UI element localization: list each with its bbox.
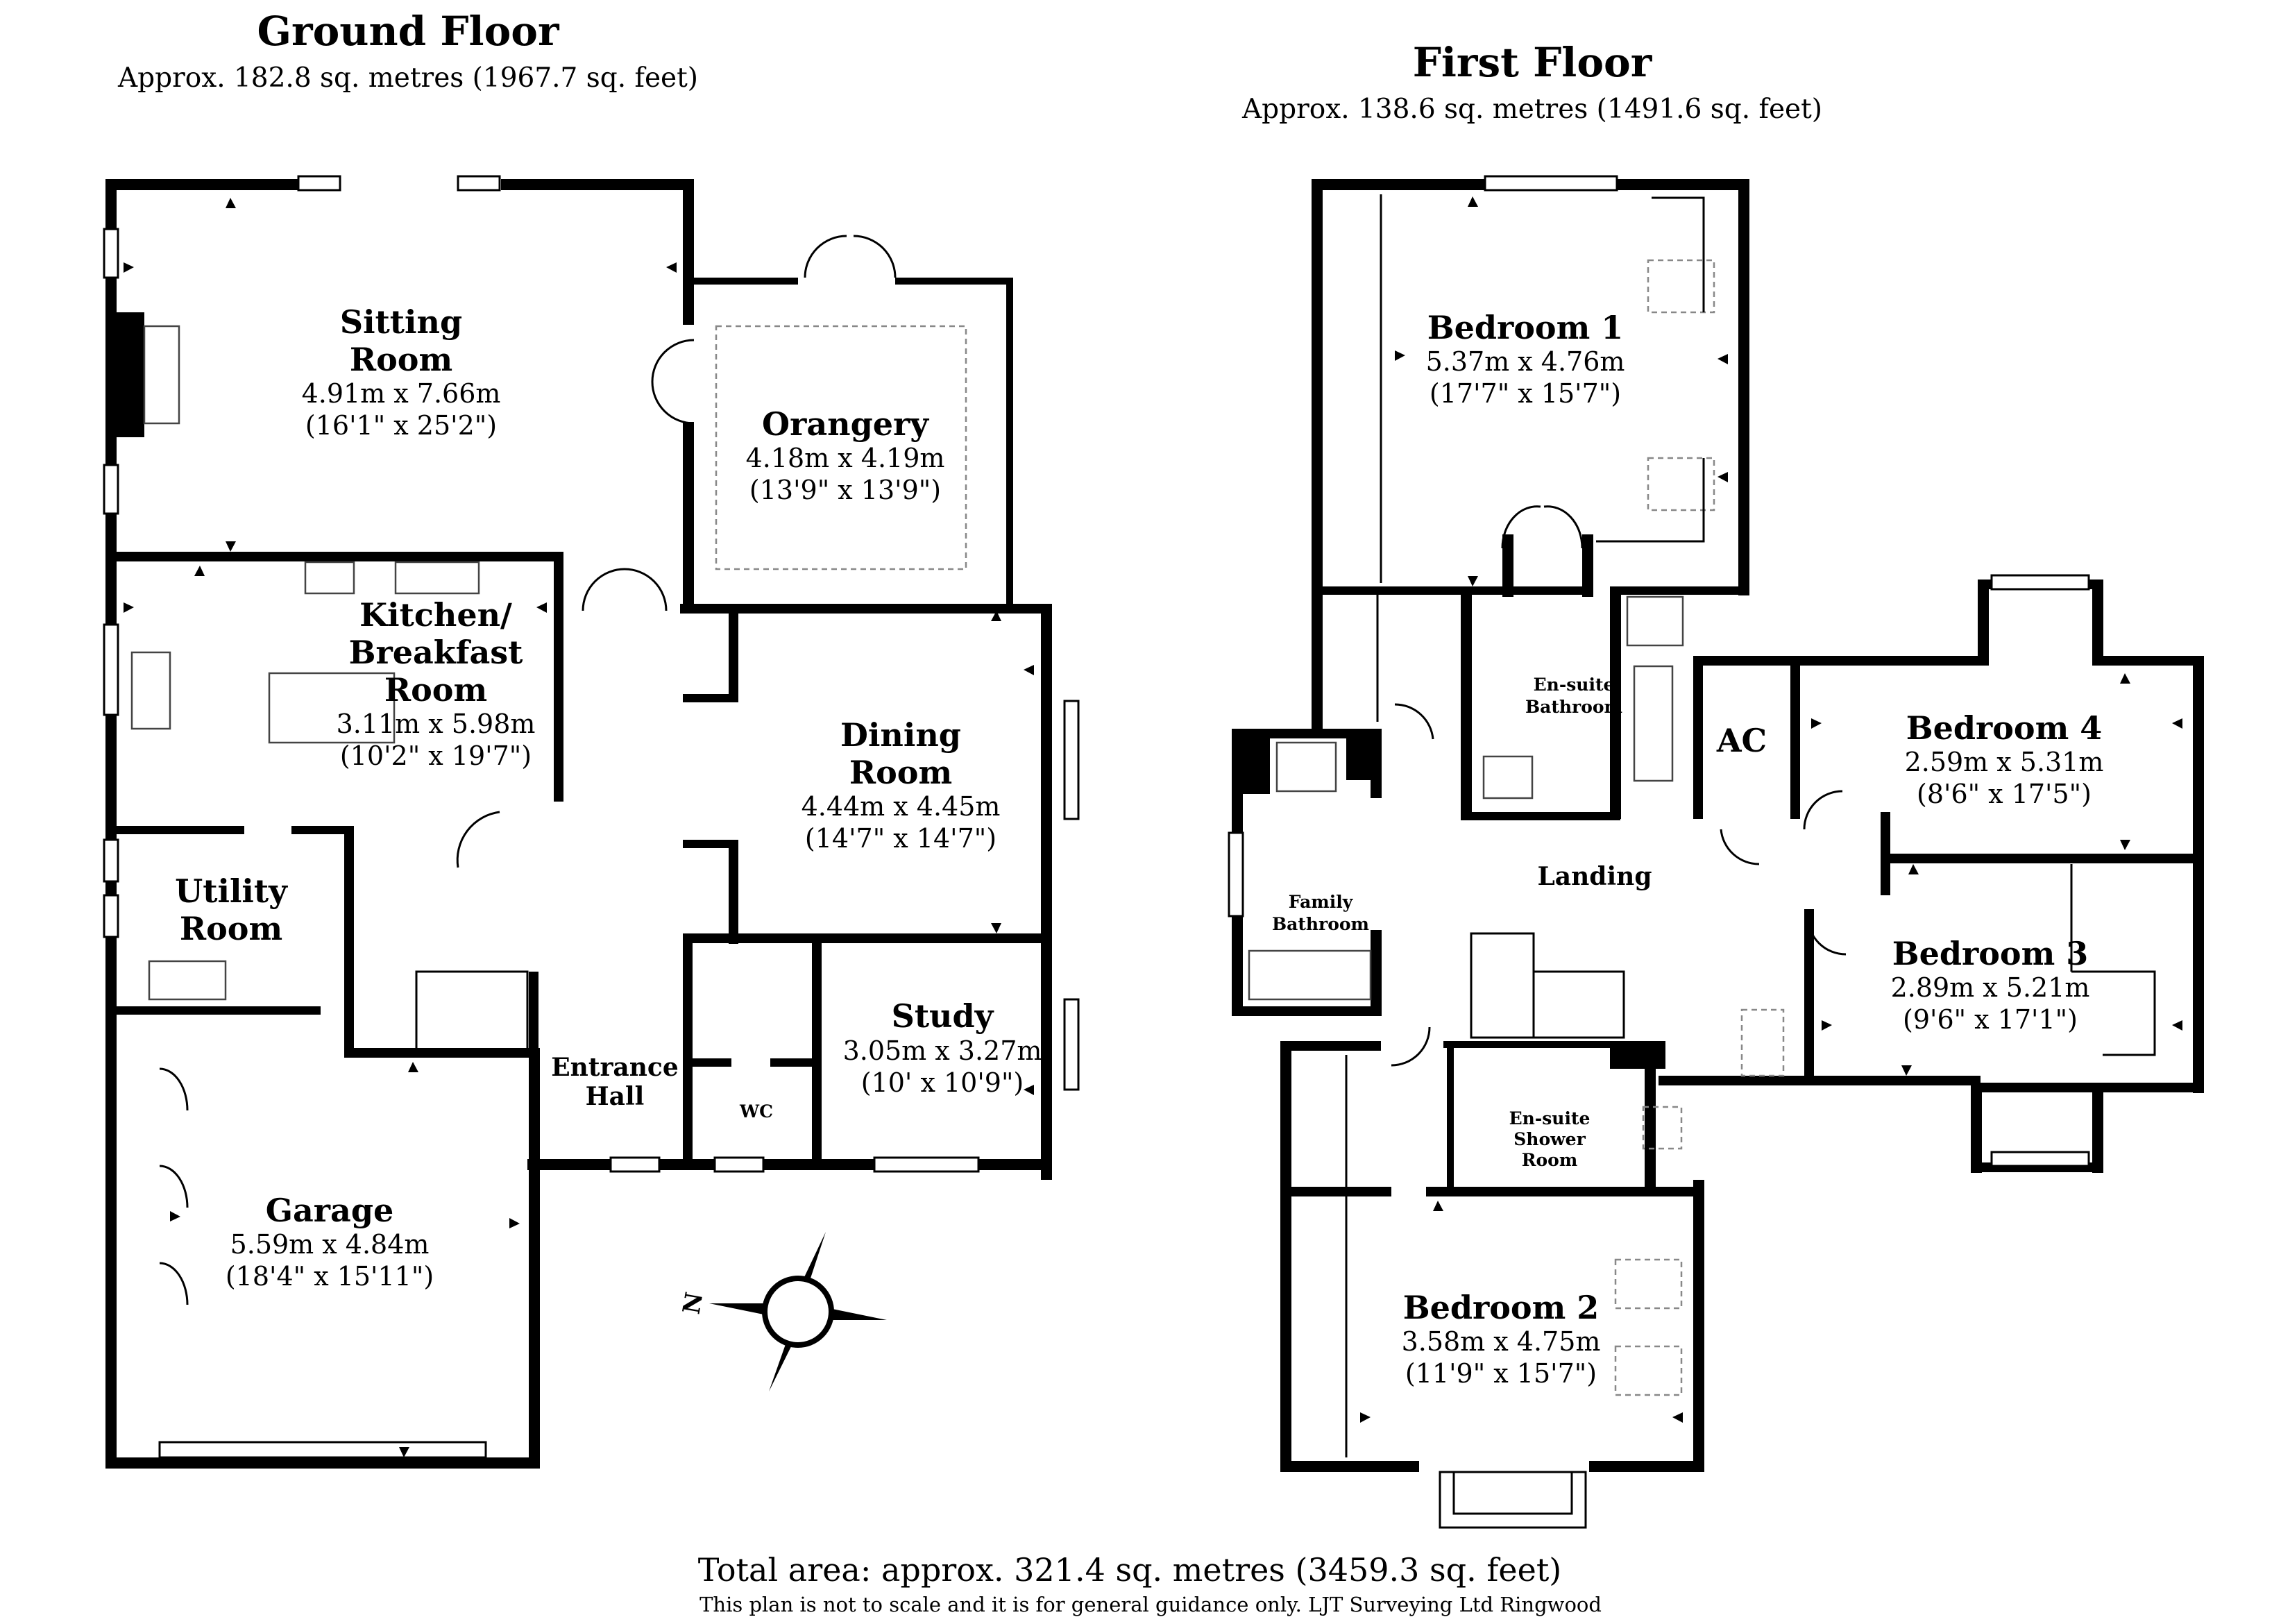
room-bedroom-1: Bedroom 1 5.37m x 4.76m (17'7" x 15'7")	[1426, 309, 1625, 409]
ground-floor-title: Ground Floor	[257, 8, 560, 55]
room-name: Orangery	[762, 405, 929, 443]
room-name: Room	[350, 341, 452, 378]
ground-floor-area: Approx. 182.8 sq. metres (1967.7 sq. fee…	[117, 62, 698, 94]
room-name: Study	[892, 997, 994, 1035]
room-size-metric: 2.59m x 5.31m	[1905, 747, 2104, 777]
room-size-metric: 2.89m x 5.21m	[1891, 972, 2090, 1003]
first-floor-title: First Floor	[1413, 39, 1653, 86]
room-bedroom-4: Bedroom 4 2.59m x 5.31m (8'6" x 17'5")	[1905, 709, 2104, 809]
room-size-imperial: (17'7" x 15'7")	[1430, 378, 1621, 409]
room-size-metric: 3.58m x 4.75m	[1402, 1326, 1601, 1357]
room-size-imperial: (9'6" x 17'1")	[1903, 1004, 2078, 1035]
room-orangery: Orangery 4.18m x 4.19m (13'9" x 13'9")	[746, 405, 945, 505]
room-size-imperial: (18'4" x 15'11")	[226, 1261, 434, 1292]
room-name: Family	[1289, 892, 1354, 912]
room-name: Room	[384, 671, 487, 709]
room-size-metric: 5.59m x 4.84m	[230, 1229, 430, 1260]
room-size-imperial: (8'6" x 17'5")	[1917, 779, 2092, 809]
room-name: En-suite	[1534, 675, 1615, 695]
first-floor-arrows	[1360, 196, 2182, 1423]
room-size-imperial: (14'7" x 14'7")	[805, 823, 996, 854]
room-name: En-suite	[1509, 1108, 1591, 1128]
room-name: Entrance	[551, 1053, 679, 1082]
ground-floor-walls	[105, 179, 1052, 1469]
room-name: Bedroom 4	[1906, 709, 2103, 747]
room-name: Kitchen/	[359, 596, 512, 634]
room-name: Garage	[266, 1192, 394, 1229]
room-size-imperial: (13'9" x 13'9")	[749, 475, 941, 505]
room-garage: Garage 5.59m x 4.84m (18'4" x 15'11")	[226, 1192, 434, 1292]
room-sitting: Sitting Room 4.91m x 7.66m (16'1" x 25'2…	[302, 303, 501, 441]
room-name: Dining	[840, 716, 961, 754]
room-ensuite-shower: En-suite Shower Room	[1509, 1108, 1591, 1170]
room-size-imperial: (11'9" x 15'7")	[1405, 1358, 1597, 1389]
room-utility: Utility Room	[175, 872, 288, 947]
room-size-metric: 5.37m x 4.76m	[1426, 346, 1625, 377]
room-name: Utility	[175, 872, 288, 910]
ground-floor-arrows	[124, 198, 1034, 1457]
room-name: Hall	[586, 1082, 645, 1111]
room-bedroom-3: Bedroom 3 2.89m x 5.21m (9'6" x 17'1")	[1891, 935, 2090, 1035]
room-name: Bedroom 2	[1403, 1289, 1600, 1326]
room-size-imperial: (16'1" x 25'2")	[305, 410, 497, 441]
room-size-metric: 4.44m x 4.45m	[802, 791, 1001, 822]
room-name: Breakfast	[349, 634, 524, 671]
room-name: Bedroom 3	[1892, 935, 2089, 972]
room-name: Room	[1522, 1150, 1578, 1170]
room-dining: Dining Room 4.44m x 4.45m (14'7" x 14'7"…	[802, 716, 1001, 854]
room-size-metric: 3.11m x 5.98m	[337, 709, 536, 739]
room-name: Sitting	[340, 303, 462, 341]
room-kitchen: Kitchen/ Breakfast Room 3.11m x 5.98m (1…	[337, 596, 536, 771]
room-name: Room	[849, 754, 952, 791]
room-size-metric: 3.05m x 3.27m	[843, 1035, 1042, 1066]
first-floor-walls	[1232, 179, 2204, 1529]
room-size-imperial: (10'2" x 19'7")	[340, 741, 532, 771]
room-family-bathroom: Family Bathroom	[1272, 892, 1369, 934]
room-name: Landing	[1537, 862, 1652, 891]
room-name: Bathroom	[1525, 697, 1622, 717]
room-name: Bedroom 1	[1427, 309, 1624, 346]
first-floor-fittings	[1228, 175, 2156, 1457]
compass-rose: N	[678, 1232, 887, 1392]
room-bedroom-2: Bedroom 2 3.58m x 4.75m (11'9" x 15'7")	[1402, 1289, 1601, 1389]
compass-north-label: N	[678, 1290, 709, 1317]
room-size-imperial: (10' x 10'9")	[861, 1067, 1024, 1098]
room-size-metric: 4.91m x 7.66m	[302, 378, 501, 409]
room-ac: AC	[1716, 722, 1767, 759]
room-study: Study 3.05m x 3.27m (10' x 10'9")	[843, 997, 1042, 1098]
room-wc: WC	[739, 1101, 773, 1122]
room-ensuite-bathroom: En-suite Bathroom	[1525, 675, 1622, 717]
room-name: Shower	[1513, 1129, 1586, 1149]
room-name: AC	[1716, 722, 1767, 759]
room-size-metric: 4.18m x 4.19m	[746, 443, 945, 473]
room-name: Room	[180, 910, 282, 947]
total-area: Total area: approx. 321.4 sq. metres (34…	[698, 1551, 1562, 1589]
room-name: Bathroom	[1272, 914, 1369, 934]
room-name: WC	[739, 1101, 773, 1122]
room-entrance-hall: Entrance Hall	[551, 1053, 679, 1111]
first-floor-area: Approx. 138.6 sq. metres (1491.6 sq. fee…	[1241, 94, 1822, 125]
disclaimer: This plan is not to scale and it is for …	[699, 1593, 1602, 1616]
room-landing: Landing	[1537, 862, 1652, 891]
